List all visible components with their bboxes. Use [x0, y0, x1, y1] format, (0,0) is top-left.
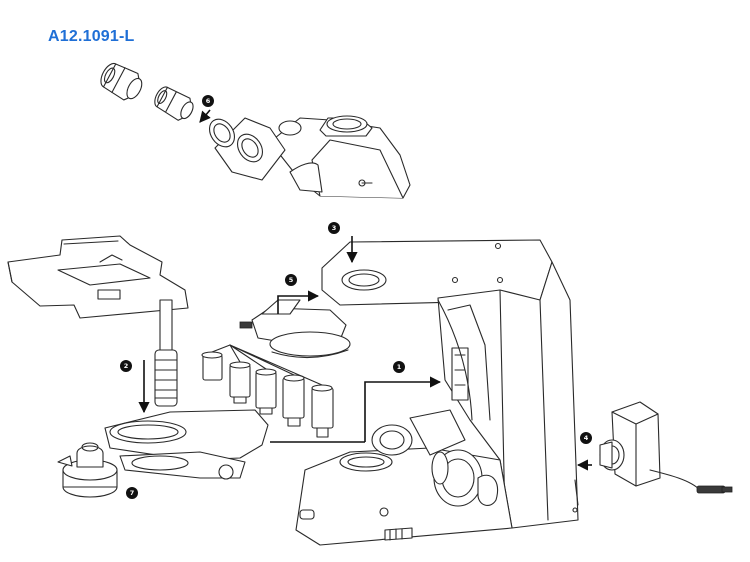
svg-text:6: 6: [206, 97, 211, 105]
svg-text:4: 4: [584, 434, 589, 442]
assembly-arrows: [138, 109, 592, 471]
svg-text:5: 5: [289, 276, 294, 284]
microscope-body: [295, 239, 579, 546]
model-code-title: A12.1091-L: [48, 28, 135, 45]
camera-light-source: [599, 401, 733, 494]
eyepieces: [100, 62, 194, 121]
svg-text:7: 7: [130, 489, 135, 497]
condenser: [57, 442, 118, 498]
trinocular-head: [208, 115, 411, 199]
callout-5: 5: [285, 274, 297, 286]
callout-3: 3: [328, 222, 340, 234]
callout-2: 2: [120, 360, 132, 372]
callout-6: 6: [202, 95, 214, 107]
svg-text:1: 1: [397, 363, 402, 371]
objectives: [201, 344, 334, 438]
callout-4: 4: [580, 432, 592, 444]
stage-insert: [104, 409, 269, 480]
callout-7: 7: [126, 487, 138, 499]
svg-text:3: 3: [332, 224, 337, 232]
svg-text:2: 2: [124, 362, 129, 370]
callout-1: 1: [393, 361, 405, 373]
nosepiece: [239, 299, 351, 359]
mechanical-stage: [7, 235, 189, 407]
